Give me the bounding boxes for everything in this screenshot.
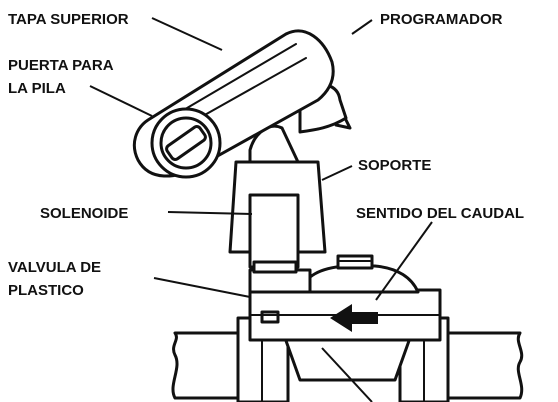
label-soporte: SOPORTE	[358, 157, 431, 174]
label-solenoide: SOLENOIDE	[40, 205, 128, 222]
leader-lines	[89, 17, 433, 402]
label-programador: PROGRAMADOR	[380, 11, 503, 28]
label-puerta-line1: PUERTA PARA	[8, 57, 114, 74]
label-valvula-line1: VALVULA DE	[8, 259, 101, 276]
timer	[132, 29, 352, 179]
label-sentido-caudal: SENTIDO DEL CAUDAL	[356, 205, 524, 222]
label-valvula-line2: PLASTICO	[8, 282, 84, 299]
valve-body	[248, 254, 442, 382]
label-tapa-superior: TAPA SUPERIOR	[8, 11, 129, 28]
label-puerta-line2: LA PILA	[8, 80, 66, 97]
solenoid	[248, 193, 300, 274]
flow-arrow-icon	[330, 304, 378, 332]
